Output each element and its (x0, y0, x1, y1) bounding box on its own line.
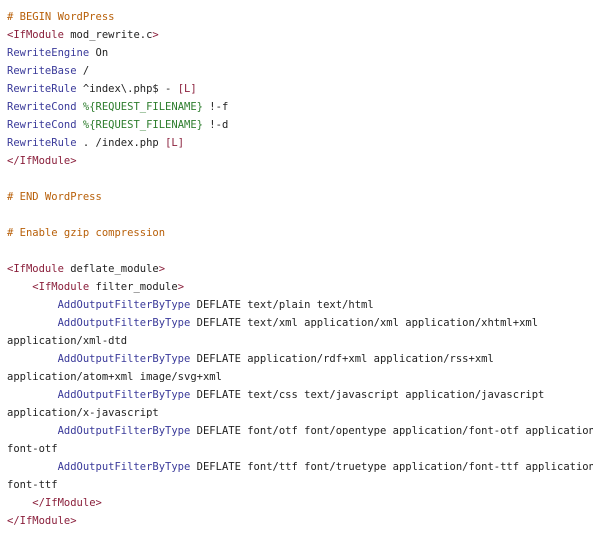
code-token-plain: / (76, 65, 90, 77)
code-token-directive: AddOutputFilterByType (57, 389, 191, 401)
code-token-plain: application/x-javascript (7, 407, 159, 419)
code-line: AddOutputFilterByType DEFLATE text/plain… (7, 296, 593, 314)
code-token-plain: . /index.php (76, 137, 166, 149)
code-line: AddOutputFilterByType DEFLATE applicatio… (7, 350, 593, 368)
code-token-tag: <IfModule (32, 281, 90, 293)
code-token-tag: <IfModule (7, 29, 64, 41)
code-line: </IfModule> (7, 494, 593, 512)
code-token-comment: # END WordPress (7, 191, 102, 203)
code-line: application/xml-dtd (7, 332, 593, 350)
code-token-var: %{REQUEST_FILENAME} (82, 101, 203, 113)
code-token-tag: </IfModule> (32, 497, 102, 509)
code-token-plain: DEFLATE font/otf font/opentype applicati… (190, 425, 593, 437)
code-token-plain: font-otf (7, 443, 58, 455)
code-token-plain (7, 425, 58, 437)
code-token-plain (7, 353, 58, 365)
code-token-flag: [L] (177, 83, 197, 95)
code-line: RewriteRule ^index\.php$ - [L] (7, 80, 593, 98)
code-line: font-ttf (7, 476, 593, 494)
code-token-directive: AddOutputFilterByType (57, 353, 191, 365)
code-token-directive: RewriteEngine (7, 47, 90, 59)
code-line: RewriteCond %{REQUEST_FILENAME} !-d (7, 116, 593, 134)
code-line: <IfModule deflate_module> (7, 260, 593, 278)
code-token-plain: ^index\.php$ - (76, 83, 178, 95)
code-line: application/x-javascript (7, 404, 593, 422)
code-line: # BEGIN WordPress (7, 8, 593, 26)
code-line: RewriteEngine On (7, 44, 593, 62)
code-token-directive: AddOutputFilterByType (57, 461, 191, 473)
code-token-plain: DEFLATE application/rdf+xml application/… (190, 353, 494, 365)
code-token-plain: application/atom+xml image/svg+xml (7, 371, 222, 383)
code-token-plain: DEFLATE text/css text/javascript applica… (190, 389, 545, 401)
code-token-plain: application/xml-dtd (7, 335, 128, 347)
code-token-plain (7, 299, 58, 311)
code-token-tag: > (177, 281, 185, 293)
code-token-tag: </IfModule> (7, 515, 77, 527)
code-token-tag: > (152, 29, 159, 41)
code-token-comment: # Enable gzip compression (7, 227, 166, 239)
code-token-directive: AddOutputFilterByType (57, 299, 191, 311)
code-line: font-otf (7, 440, 593, 458)
code-token-plain: On (89, 47, 109, 59)
code-token-tag: </IfModule> (7, 155, 77, 167)
code-line: # Enable gzip compression (7, 224, 593, 242)
code-line: </IfModule> (7, 152, 593, 170)
code-line: <IfModule mod_rewrite.c> (7, 26, 593, 44)
code-token-plain (7, 461, 58, 473)
code-line (7, 206, 593, 224)
code-token-plain (7, 389, 58, 401)
code-line: RewriteBase / (7, 62, 593, 80)
code-line: # END WordPress (7, 188, 593, 206)
code-token-directive: RewriteRule (7, 137, 77, 149)
code-token-plain: deflate_module (63, 263, 159, 275)
code-line (7, 170, 593, 188)
code-token-plain: !-f (202, 101, 229, 113)
code-token-plain: DEFLATE font/ttf font/truetype applicati… (190, 461, 593, 473)
code-token-directive: RewriteRule (7, 83, 77, 95)
code-token-flag: [L] (165, 137, 185, 149)
code-token-var: %{REQUEST_FILENAME} (82, 119, 203, 131)
code-token-plain: DEFLATE text/plain text/html (190, 299, 374, 311)
code-token-tag: > (158, 263, 166, 275)
code-token-directive: AddOutputFilterByType (57, 425, 191, 437)
code-line: application/atom+xml image/svg+xml (7, 368, 593, 386)
code-token-directive: AddOutputFilterByType (57, 317, 191, 329)
code-line: </IfModule> (7, 512, 593, 530)
code-line: RewriteCond %{REQUEST_FILENAME} !-f (7, 98, 593, 116)
code-token-plain: mod_rewrite.c (63, 29, 153, 41)
code-token-directive: RewriteBase (7, 65, 77, 77)
code-token-plain: DEFLATE text/xml application/xml applica… (190, 317, 539, 329)
code-token-plain (7, 317, 58, 329)
code-token-plain: font-ttf (7, 479, 58, 491)
code-line: AddOutputFilterByType DEFLATE text/xml a… (7, 314, 593, 332)
code-line: AddOutputFilterByType DEFLATE font/otf f… (7, 422, 593, 440)
code-token-plain: !-d (202, 119, 229, 131)
code-line: AddOutputFilterByType DEFLATE font/ttf f… (7, 458, 593, 476)
code-token-plain: filter_module (89, 281, 178, 293)
code-token-plain (7, 497, 32, 509)
code-line: <IfModule filter_module> (7, 278, 593, 296)
code-token-directive: RewriteCond (7, 119, 77, 131)
htaccess-code-block: # BEGIN WordPress <IfModule mod_rewrite.c… (7, 8, 593, 530)
code-line (7, 242, 593, 260)
code-token-comment: # BEGIN WordPress (7, 11, 115, 23)
code-line: AddOutputFilterByType DEFLATE text/css t… (7, 386, 593, 404)
code-token-directive: RewriteCond (7, 101, 77, 113)
code-token-tag: <IfModule (7, 263, 64, 275)
code-token-plain (7, 281, 32, 293)
code-line: RewriteRule . /index.php [L] (7, 134, 593, 152)
